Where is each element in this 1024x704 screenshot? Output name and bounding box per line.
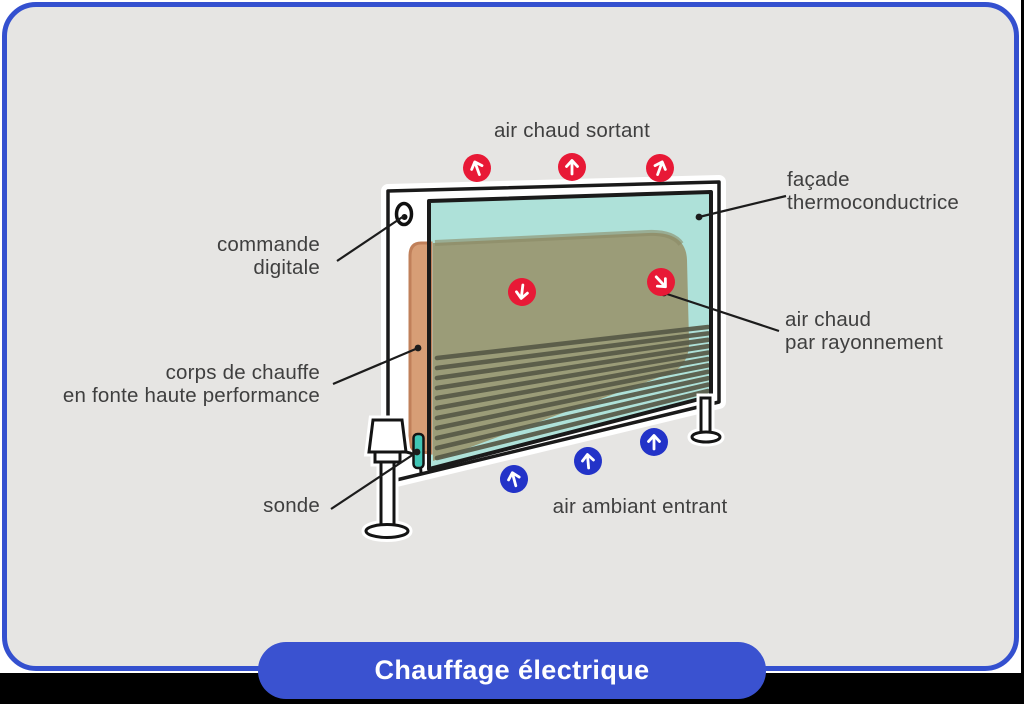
label-commande-line1: commande	[216, 233, 320, 256]
label-facade-line1: façade	[787, 168, 850, 191]
left-leg	[361, 415, 423, 542]
diagram-title: Chauffage électrique	[374, 655, 650, 685]
label-facade-thermoconductrice: façade thermoconductrice	[787, 168, 959, 214]
title-banner: Chauffage électrique	[258, 642, 766, 699]
label-commande-digitale: commande digitale	[120, 233, 320, 279]
label-rayonnement-line1: air chaud	[785, 308, 872, 331]
ambient-air-in-arrow-icon-2	[574, 447, 602, 475]
label-air-chaud-sortant: air chaud sortant	[493, 119, 651, 142]
hot-air-out-arrow-icon-2	[558, 153, 586, 181]
label-sonde: sonde	[263, 494, 320, 517]
label-rayonnement-line2: par rayonnement	[785, 331, 943, 354]
ambient-air-in-arrow-icon-3	[640, 428, 668, 456]
radiant-heat-arrow-icon-2	[647, 268, 675, 296]
label-air-ambiant-entrant: air ambiant entrant	[552, 495, 728, 518]
label-corps-line2: en fonte haute performance	[62, 384, 320, 407]
grille-slats	[434, 324, 711, 461]
ambient-air-in-arrow-icon-1	[500, 465, 528, 493]
label-lines	[330, 194, 787, 510]
inner-panel-top-edge	[434, 229, 684, 246]
hot-air-out-arrow-icon-1	[463, 154, 491, 182]
right-leg	[687, 393, 725, 447]
hot-air-out-arrow-icon-3	[646, 154, 674, 182]
radiant-heat-arrow-icon-1	[508, 278, 536, 306]
inner-panel	[433, 232, 690, 461]
label-commande-line2: digitale	[253, 256, 320, 279]
label-corps-de-chauffe: corps de chauffe en fonte haute performa…	[40, 361, 320, 407]
label-corps-line1: corps de chauffe	[165, 361, 320, 384]
label-air-chaud-par-rayonnement: air chaud par rayonnement	[785, 308, 943, 354]
label-facade-line2: thermoconductrice	[787, 191, 960, 214]
control-dial-icon	[394, 201, 414, 227]
